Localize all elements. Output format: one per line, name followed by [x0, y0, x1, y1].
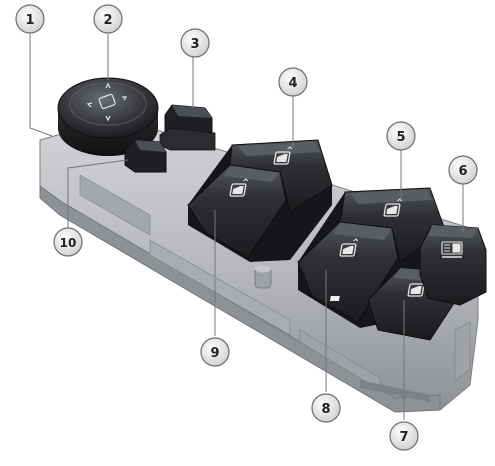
- mirror-select-switch[interactable]: [159, 104, 216, 151]
- callout-4: 4: [278, 67, 308, 97]
- front-window-switch-pair[interactable]: [187, 139, 333, 262]
- callout-label: 5: [396, 130, 405, 145]
- mirror-adjust-icon: [86, 82, 128, 122]
- callout-2: 2: [93, 4, 123, 34]
- window-switch-right-rear[interactable]: [339, 187, 446, 263]
- callout-1: 1: [15, 4, 45, 34]
- callout-label: 3: [190, 37, 199, 52]
- callout-label: 8: [321, 402, 330, 417]
- callout-label: 10: [60, 236, 77, 250]
- callout-9: 9: [200, 337, 230, 367]
- mirror-fold-switch[interactable]: [124, 139, 167, 173]
- callout-10: 10: [53, 227, 83, 257]
- leader-lines: [29, 34, 464, 420]
- callout-5: 5: [386, 121, 416, 151]
- callout-label: 6: [458, 164, 467, 179]
- callout-label: 7: [399, 430, 408, 445]
- callout-label: 4: [288, 76, 297, 91]
- callout-3: 3: [180, 28, 210, 58]
- window-lock-switch[interactable]: [419, 224, 487, 306]
- callout-label: 1: [25, 13, 34, 28]
- leader-1: [29, 34, 53, 137]
- callout-7: 7: [389, 421, 419, 451]
- callout-label: 9: [210, 346, 219, 361]
- callouts: 1 2 3 4 5 6 7 8: [15, 4, 478, 451]
- callout-label: 2: [103, 13, 112, 28]
- switch-housing: [39, 117, 479, 413]
- window-switch-left-front[interactable]: [187, 164, 287, 259]
- callout-8: 8: [311, 393, 341, 423]
- leader-10: [67, 159, 129, 228]
- window-lock-icon: [441, 241, 463, 258]
- indicator-led: [329, 296, 340, 301]
- callout-6: 6: [448, 155, 478, 185]
- window-switch-right-front[interactable]: [229, 139, 333, 213]
